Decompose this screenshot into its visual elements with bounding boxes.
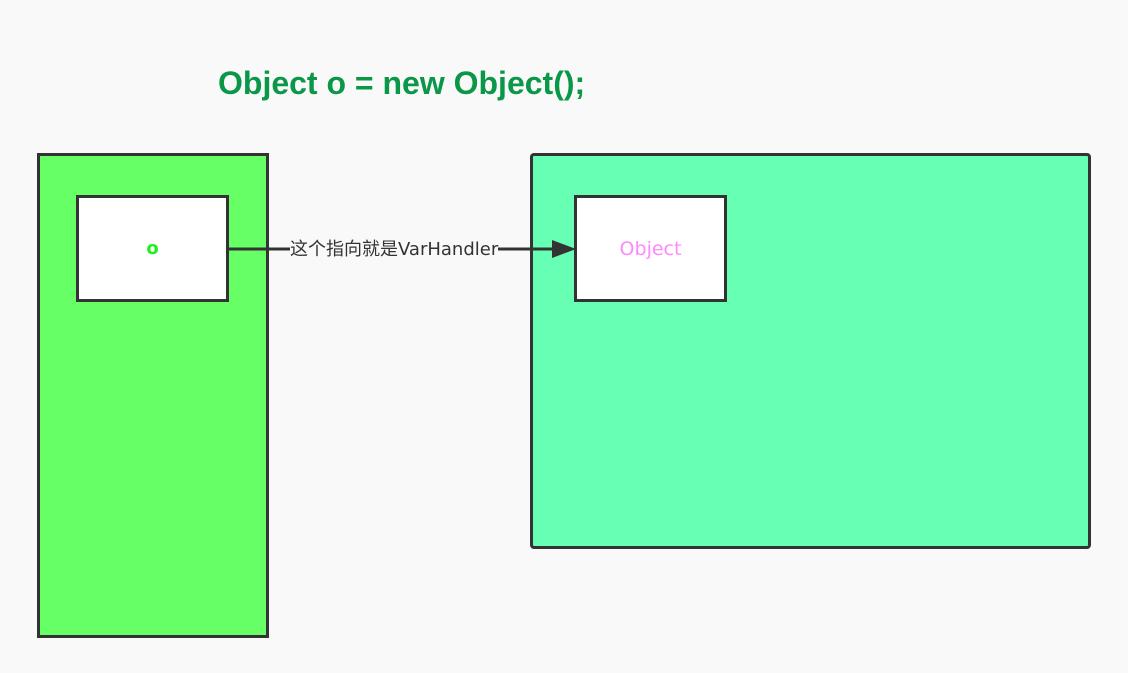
variable-box: o: [76, 195, 229, 302]
reference-arrow-label: 这个指向就是VarHandler: [290, 238, 499, 262]
object-box: Object: [574, 195, 727, 302]
diagram-title: Object o = new Object();: [218, 65, 586, 101]
variable-label: o: [146, 238, 159, 259]
object-label: Object: [619, 237, 682, 260]
